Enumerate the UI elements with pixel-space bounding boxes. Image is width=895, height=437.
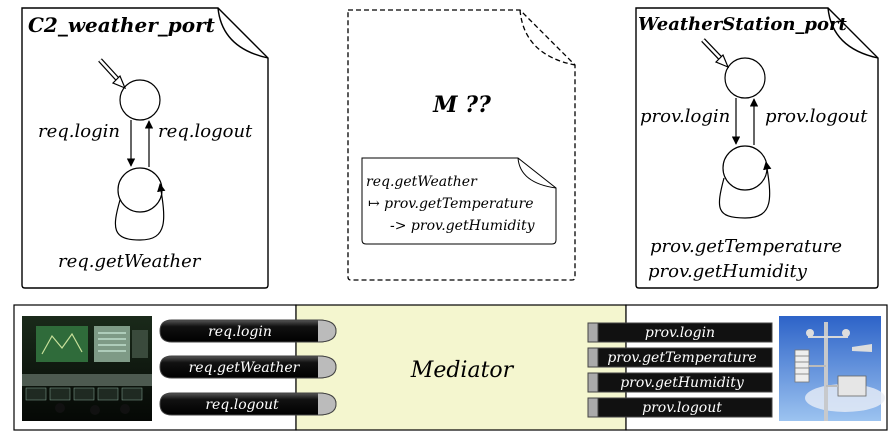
right-port-3-label: prov.getHumidity	[620, 375, 745, 391]
right-document: WeatherStation_port prov.login prov.logo…	[635, 7, 879, 289]
left-doc-title: C2_weather_port	[28, 13, 216, 37]
left-port-3: req.logout	[159, 392, 337, 416]
right-doc-title: WeatherStation_port	[638, 14, 847, 35]
middle-note: req.getWeather ↦ prov.getTemperature -> …	[361, 157, 557, 245]
left-label-login: req.login	[38, 121, 120, 142]
right-label-loop1: prov.getTemperature	[650, 236, 842, 257]
left-label-loop: req.getWeather	[58, 251, 202, 272]
left-port-1-label: req.login	[208, 324, 272, 340]
right-state-initial	[724, 57, 766, 99]
right-port-4: prov.logout	[587, 397, 773, 418]
middle-note-line2: ↦ prov.getTemperature	[368, 196, 534, 212]
left-state-logged-in	[117, 167, 163, 213]
mediator-label: Mediator	[410, 358, 515, 383]
left-initial-arrow-icon	[98, 58, 127, 90]
middle-document: M ?? req.getWeather ↦ prov.getTemperatur…	[347, 9, 576, 281]
left-document: C2_weather_port req.login req.logout req…	[21, 7, 269, 289]
right-port-1: prov.login	[587, 322, 773, 343]
middle-note-line1: req.getWeather	[366, 174, 478, 190]
weather-station-image	[779, 316, 885, 421]
left-port-3-label: req.logout	[205, 397, 279, 413]
control-room-image	[22, 316, 152, 421]
left-port-2: req.getWeather	[159, 355, 337, 379]
right-port-1-label: prov.login	[645, 325, 715, 341]
right-label-loop2: prov.getHumidity	[648, 261, 808, 282]
left-state-initial	[119, 79, 161, 121]
middle-note-line3: -> prov.getHumidity	[390, 218, 536, 234]
right-loop-transition	[718, 161, 772, 219]
left-port-1: req.login	[159, 319, 337, 343]
right-state-logged-in	[722, 145, 768, 191]
middle-doc-title: M ??	[432, 92, 492, 118]
right-initial-arrow-icon	[701, 38, 730, 69]
right-port-2: prov.getTemperature	[587, 347, 773, 368]
right-port-3: prov.getHumidity	[587, 372, 773, 393]
left-port-2-label: req.getWeather	[189, 360, 301, 376]
mediator-box	[295, 304, 627, 431]
right-port-2-label: prov.getTemperature	[607, 350, 756, 366]
right-label-login: prov.login	[640, 106, 730, 127]
left-loop-transition	[114, 183, 166, 241]
right-port-4-label: prov.logout	[642, 400, 722, 416]
right-label-logout: prov.logout	[765, 106, 868, 127]
left-label-logout: req.logout	[158, 121, 253, 142]
bottom-row: Mediator	[13, 304, 888, 431]
